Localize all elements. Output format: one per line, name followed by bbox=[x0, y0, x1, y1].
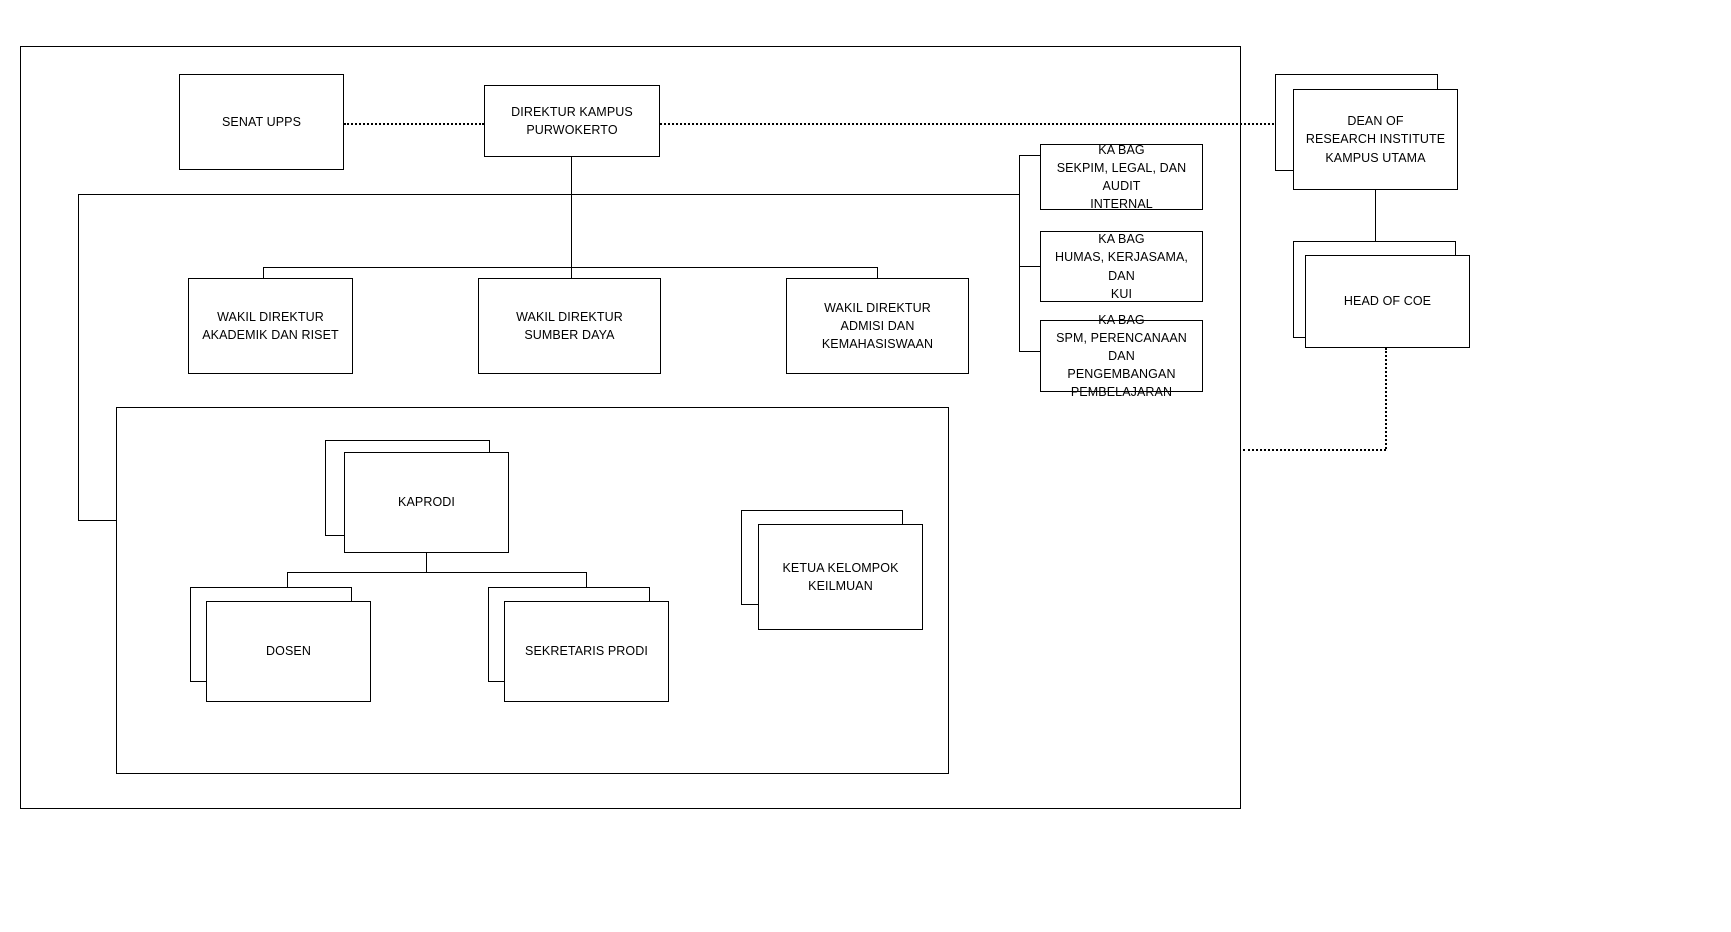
connector-dean-to-coe bbox=[1375, 190, 1376, 241]
node-kabag-spm[interactable]: KA BAG SPM, PERENCANAAN DAN PENGEMBANGAN… bbox=[1040, 313, 1203, 399]
connector-kaprodi-trunk bbox=[426, 553, 427, 572]
dotted-connector-coe-left bbox=[1243, 449, 1386, 451]
node-senat-upps[interactable]: SENAT UPPS bbox=[179, 74, 344, 170]
node-wakil-direktur-akademik[interactable]: WAKIL DIREKTUR AKADEMIK DAN RISET bbox=[188, 278, 353, 374]
connector-prodi-bus bbox=[287, 572, 586, 573]
prodi-group-boundary bbox=[116, 407, 949, 774]
node-ketua-kelompok-keilmuan-label: KETUA KELOMPOK KEILMUAN bbox=[782, 560, 899, 593]
node-wakil-direktur-akademik-label: WAKIL DIREKTUR AKADEMIK DAN RISET bbox=[202, 309, 339, 342]
connector-wakil-admisi-stub bbox=[877, 267, 878, 278]
node-senat-upps-label: SENAT UPPS bbox=[221, 114, 302, 129]
node-direktur-kampus[interactable]: DIREKTUR KAMPUS PURWOKERTO bbox=[484, 85, 660, 157]
campus-outer-boundary bbox=[20, 46, 1241, 809]
connector-kabag-spine bbox=[1019, 155, 1020, 351]
node-direktur-kampus-label: DIREKTUR KAMPUS PURWOKERTO bbox=[511, 104, 633, 137]
node-sekretaris-prodi[interactable]: SEKRETARIS PRODI bbox=[504, 601, 669, 702]
node-dean-research-institute[interactable]: DEAN OF RESEARCH INSTITUTE KAMPUS UTAMA bbox=[1293, 89, 1458, 190]
connector-wakil-akademik-stub bbox=[263, 267, 264, 278]
node-dosen[interactable]: DOSEN bbox=[206, 601, 371, 702]
connector-wakil-sumberdaya-stub bbox=[571, 267, 572, 278]
node-kabag-sekpim-label: KA BAG SEKPIM, LEGAL, DAN AUDIT INTERNAL bbox=[1056, 142, 1187, 212]
node-head-of-coe[interactable]: HEAD OF COE bbox=[1305, 255, 1470, 348]
connector-leftbracket-bottom bbox=[78, 520, 116, 521]
node-ketua-kelompok-keilmuan[interactable]: KETUA KELOMPOK KEILMUAN bbox=[758, 524, 923, 630]
node-kabag-spm-label: KA BAG SPM, PERENCANAAN DAN PENGEMBANGAN… bbox=[1056, 312, 1187, 400]
connector-kabag-sekpim-stub bbox=[1019, 155, 1040, 156]
node-sekretaris-prodi-label: SEKRETARIS PRODI bbox=[525, 644, 648, 659]
node-kaprodi[interactable]: KAPRODI bbox=[344, 452, 509, 553]
node-wakil-direktur-admisi[interactable]: WAKIL DIREKTUR ADMISI DAN KEMAHASISWAAN bbox=[786, 278, 969, 374]
node-kabag-humas[interactable]: KA BAG HUMAS, KERJASAMA, DAN KUI bbox=[1040, 231, 1203, 302]
node-kabag-sekpim[interactable]: KA BAG SEKPIM, LEGAL, DAN AUDIT INTERNAL bbox=[1040, 143, 1203, 211]
connector-wakil-bus bbox=[263, 267, 878, 268]
connector-kabag-humas-stub bbox=[1019, 266, 1040, 267]
node-dean-research-institute-label: DEAN OF RESEARCH INSTITUTE KAMPUS UTAMA bbox=[1305, 114, 1446, 165]
connector-leftbracket-top bbox=[78, 194, 1019, 195]
connector-dosen-stub bbox=[287, 572, 288, 587]
connector-direktur-trunk bbox=[571, 157, 572, 267]
node-dosen-label: DOSEN bbox=[266, 644, 311, 659]
node-wakil-direktur-sumber-daya[interactable]: WAKIL DIREKTUR SUMBER DAYA bbox=[478, 278, 661, 374]
dotted-connector-senat-direktur bbox=[344, 123, 484, 125]
node-kaprodi-label: KAPRODI bbox=[398, 495, 455, 510]
node-wakil-direktur-sumber-daya-label: WAKIL DIREKTUR SUMBER DAYA bbox=[516, 309, 623, 342]
dotted-connector-direktur-dean bbox=[660, 123, 1294, 125]
dotted-connector-coe-down bbox=[1385, 348, 1387, 449]
node-kabag-humas-label: KA BAG HUMAS, KERJASAMA, DAN KUI bbox=[1055, 232, 1188, 301]
connector-sekretaris-stub bbox=[586, 572, 587, 587]
node-wakil-direktur-admisi-label: WAKIL DIREKTUR ADMISI DAN KEMAHASISWAAN bbox=[821, 300, 934, 352]
connector-leftbracket-left bbox=[78, 194, 79, 520]
connector-kabag-spm-stub bbox=[1019, 351, 1040, 352]
node-head-of-coe-label: HEAD OF COE bbox=[1343, 294, 1432, 309]
